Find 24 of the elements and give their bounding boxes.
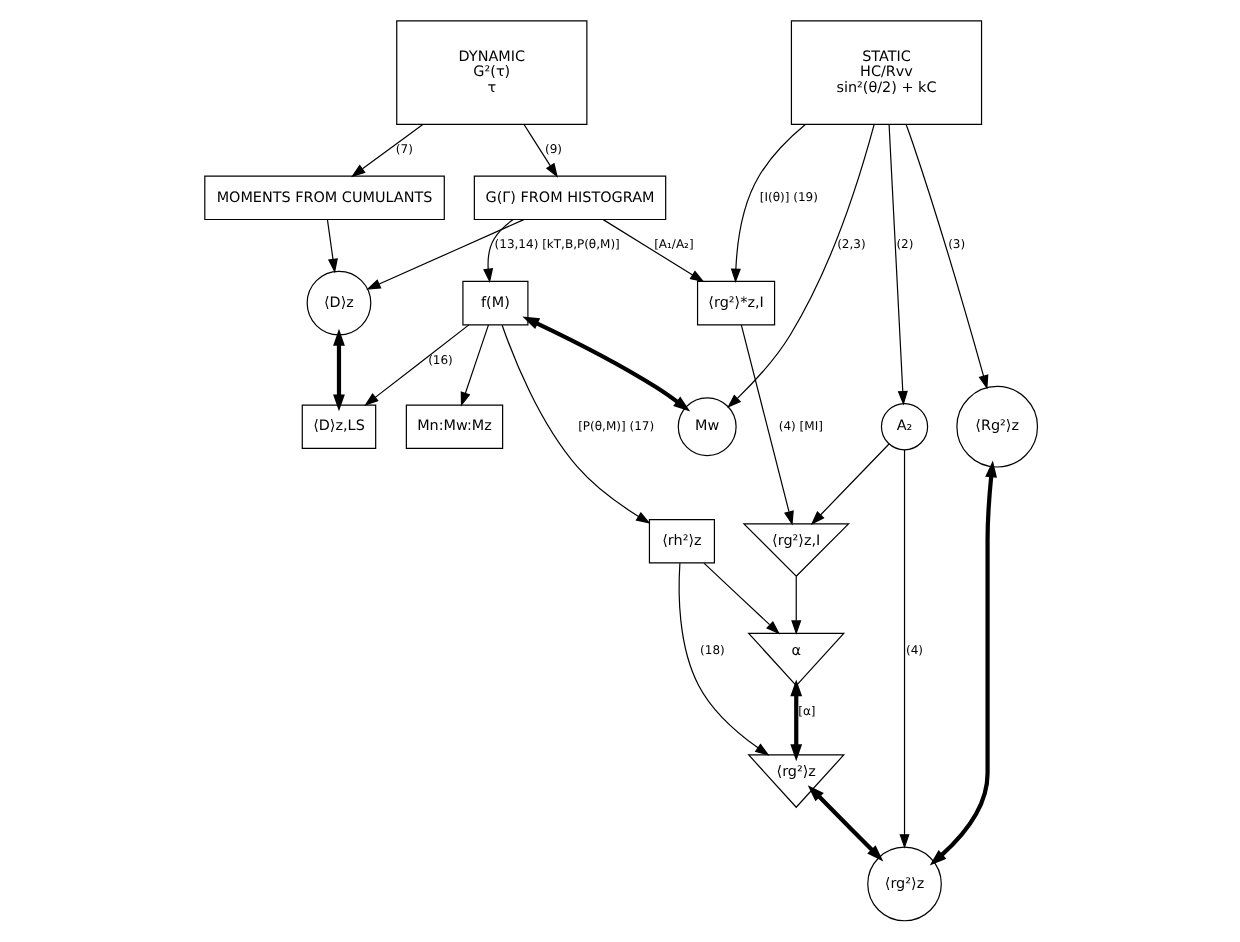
arrow bbox=[601, 219, 704, 283]
arrow bbox=[522, 123, 557, 178]
arrow bbox=[363, 324, 469, 406]
arrow bbox=[928, 460, 996, 866]
arrow bbox=[702, 562, 780, 635]
arrow bbox=[500, 324, 650, 524]
arrow bbox=[325, 219, 337, 274]
arrow bbox=[809, 443, 889, 525]
arrow bbox=[789, 679, 802, 762]
arrow bbox=[350, 123, 423, 178]
arrow bbox=[904, 123, 988, 390]
arrow bbox=[726, 124, 874, 409]
arrow bbox=[887, 124, 907, 406]
arrow bbox=[739, 324, 793, 526]
arrow bbox=[521, 316, 690, 412]
arrow bbox=[790, 575, 801, 635]
arrow bbox=[482, 219, 513, 283]
arrow bbox=[365, 219, 524, 290]
arrow bbox=[898, 449, 909, 849]
arrow bbox=[332, 328, 344, 412]
arrow bbox=[459, 324, 489, 407]
arrow bbox=[806, 785, 883, 862]
arrow bbox=[677, 562, 769, 756]
arrow bbox=[729, 123, 805, 284]
